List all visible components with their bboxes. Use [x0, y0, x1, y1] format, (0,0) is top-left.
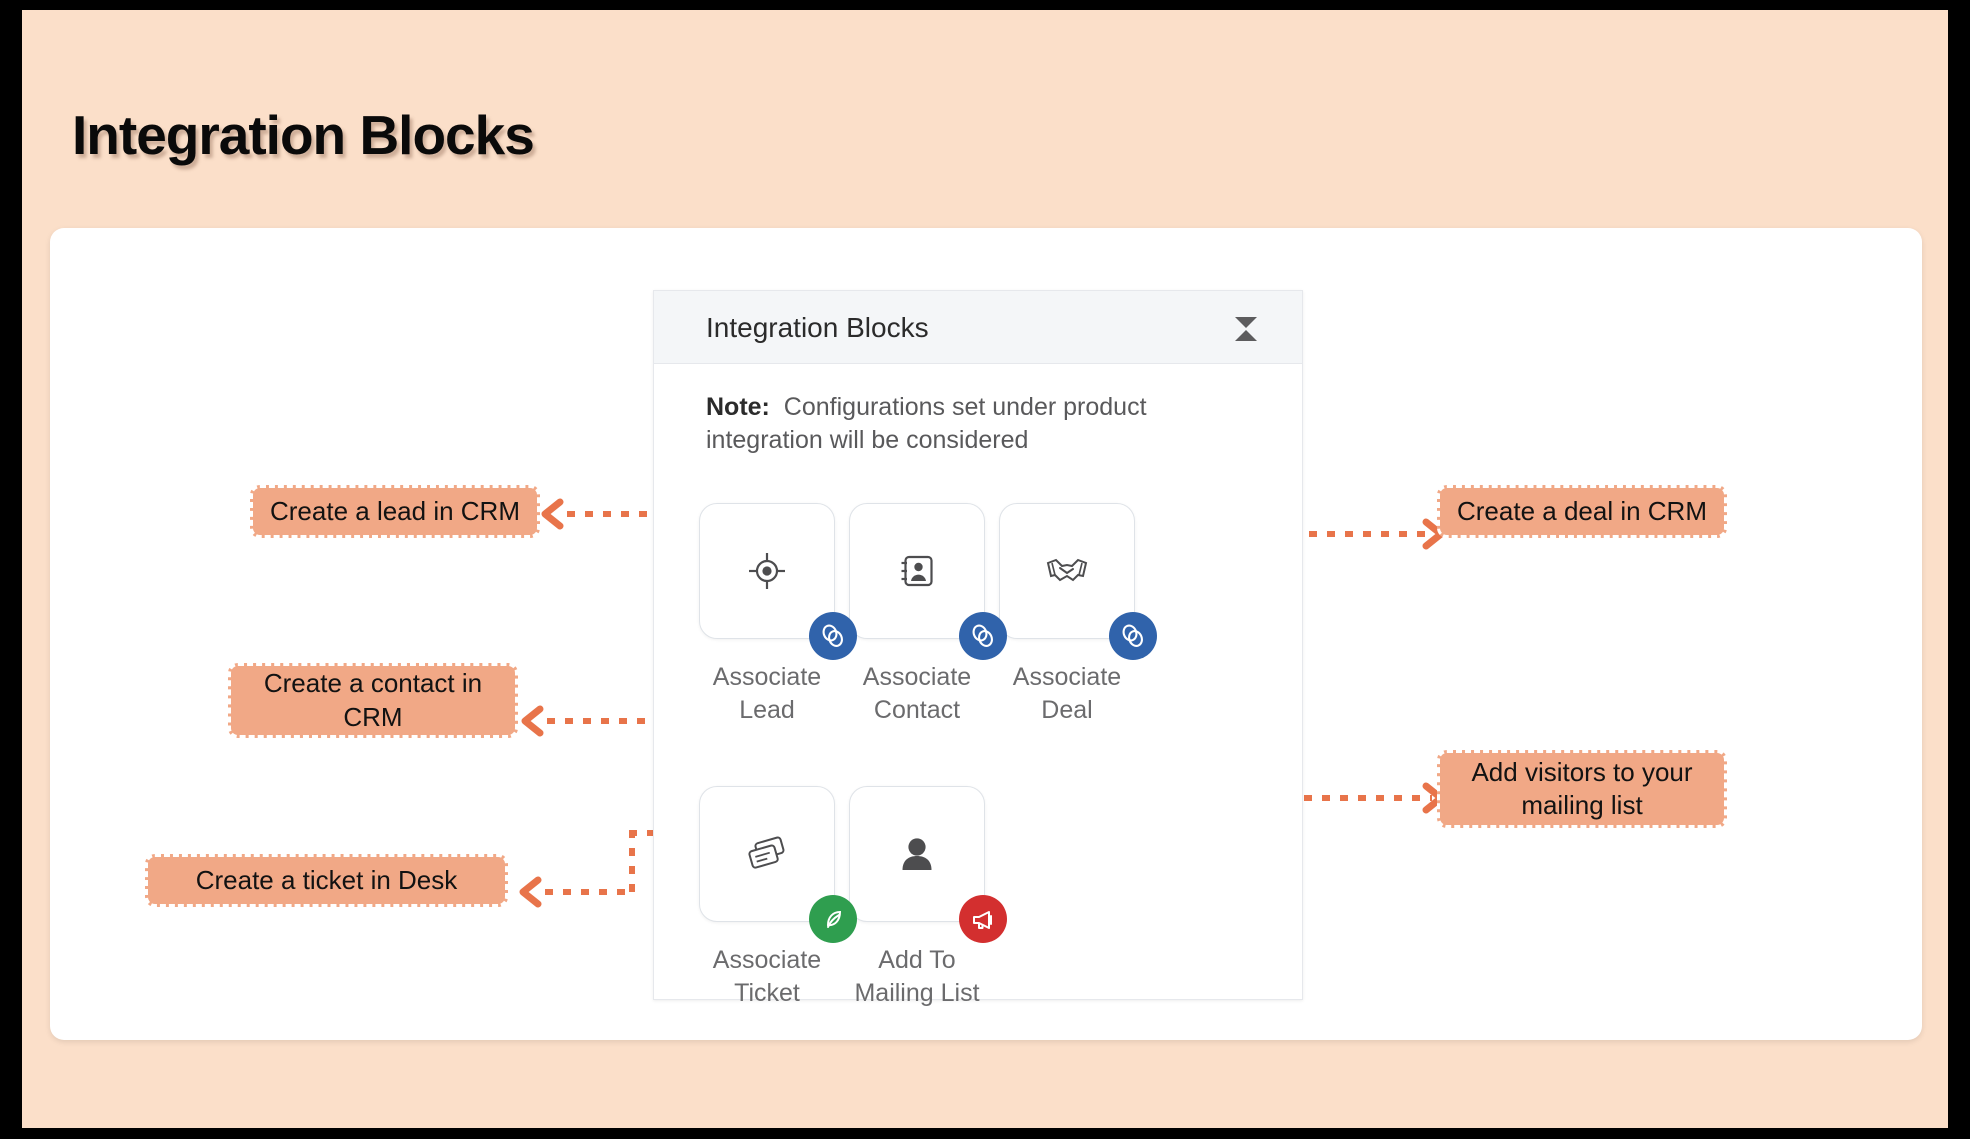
slide-stage: Integration Blocks [22, 10, 1948, 1128]
block-add-to-mailing-list[interactable]: Add To Mailing List [829, 786, 1007, 1010]
callout-add-visitors[interactable]: Add visitors to your mailing list [1437, 750, 1727, 828]
block-associate-deal[interactable]: Associate Deal [979, 503, 1157, 727]
connector-segment [1237, 531, 1432, 537]
block-label: Associate Ticket [712, 946, 822, 1007]
callout-create-ticket[interactable]: Create a ticket in Desk [145, 854, 508, 907]
connector-segment [1250, 795, 1432, 801]
link-rings-icon [1109, 612, 1157, 660]
tickets-icon [700, 836, 834, 872]
desk-leaf-icon [809, 895, 857, 943]
target-crosshair-icon [700, 550, 834, 592]
arrow-left-icon [541, 498, 564, 530]
block-label: Associate Contact [862, 663, 972, 724]
block-tile[interactable] [699, 786, 857, 943]
integration-blocks-widget: Integration Blocks Note: Configurations … [653, 290, 1303, 1007]
contact-card-icon [850, 551, 984, 591]
block-label: Associate Lead [712, 663, 822, 724]
widget-note: Note: Configurations set under product i… [706, 391, 1246, 458]
block-associate-contact[interactable]: Associate Contact [829, 503, 1007, 727]
note-label: Note: [706, 393, 770, 421]
connector-segment [545, 889, 635, 895]
callout-create-lead[interactable]: Create a lead in CRM [250, 485, 540, 538]
arrow-left-icon [521, 705, 544, 737]
block-label: Add To Mailing List [854, 946, 980, 1007]
person-icon [850, 834, 984, 874]
callout-create-deal[interactable]: Create a deal in CRM [1437, 485, 1727, 538]
page-title: Integration Blocks [72, 104, 535, 166]
block-associate-lead[interactable]: Associate Lead [679, 503, 857, 727]
block-tile[interactable] [999, 503, 1157, 660]
block-tile[interactable] [849, 786, 1007, 943]
arrow-left-icon [519, 876, 542, 908]
block-associate-ticket[interactable]: Associate Ticket [679, 786, 857, 1010]
link-rings-icon [959, 612, 1007, 660]
note-text: Configurations set under product integra… [706, 393, 1147, 455]
handshake-icon [1000, 554, 1134, 588]
block-tile[interactable] [699, 503, 857, 660]
megaphone-icon [959, 895, 1007, 943]
link-rings-icon [809, 612, 857, 660]
widget-header: Integration Blocks [654, 291, 1302, 364]
connector-segment [629, 830, 635, 895]
collapse-icon[interactable] [1232, 314, 1260, 344]
widget-title: Integration Blocks [706, 312, 929, 343]
block-tile[interactable] [849, 503, 1007, 660]
callout-create-contact[interactable]: Create a contact in CRM [228, 663, 518, 738]
block-label: Associate Deal [1012, 663, 1122, 724]
connector-segment [567, 511, 722, 517]
